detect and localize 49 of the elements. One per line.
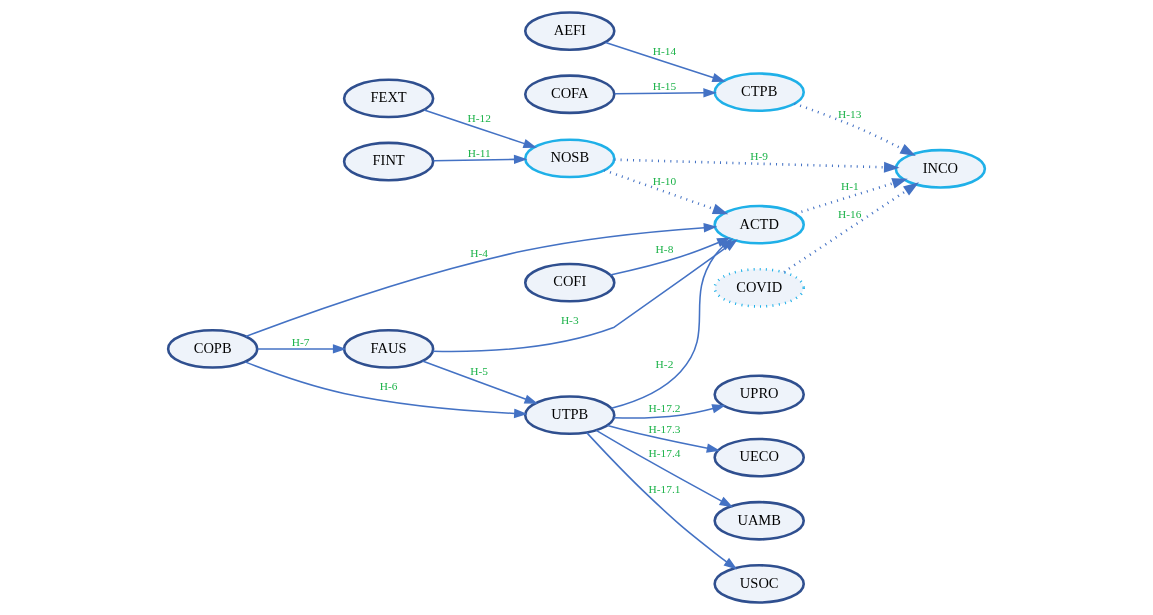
edge-label: H-10	[652, 175, 677, 188]
node-ellipse: COVID	[713, 267, 805, 308]
node-ellipse: USOC	[713, 563, 805, 604]
arrow	[614, 158, 900, 173]
arrow	[595, 429, 734, 508]
arrow	[585, 431, 738, 570]
arrow	[245, 223, 718, 338]
edge-label: H-17.1	[648, 482, 681, 495]
arrow	[783, 182, 919, 274]
edge-label: H-4	[470, 246, 489, 259]
node-ellipse: COFA	[523, 74, 616, 115]
edge-label: H-13	[838, 107, 862, 120]
arrow	[604, 41, 726, 82]
edge-label: H-3	[560, 313, 579, 326]
node-ellipse: FEXT	[342, 78, 435, 119]
edge-label: H-14	[652, 44, 677, 57]
edge-label: H-17.4	[648, 447, 681, 460]
edge-label: H-1	[840, 180, 859, 193]
node-ellipse: COPB	[166, 328, 259, 369]
node-ellipse: UAMB	[713, 500, 805, 541]
edge-label: H-8	[655, 243, 674, 256]
node-ellipse: COFI	[523, 262, 616, 303]
arrow	[794, 102, 916, 156]
node-ellipse: INCO	[894, 148, 987, 189]
arrow	[244, 361, 528, 419]
edge-label: H-15	[652, 79, 677, 92]
arrow	[421, 360, 538, 404]
edge-label: H-12	[467, 112, 491, 124]
arrow	[613, 88, 717, 98]
edge-label: H-5	[470, 364, 489, 377]
node-ellipse: UECO	[713, 437, 805, 478]
arrow	[795, 178, 908, 215]
edge-label: H-6	[379, 380, 398, 393]
edge-label: H-7	[291, 335, 310, 348]
arrow	[603, 169, 729, 215]
edge-label: H-9	[750, 150, 769, 163]
arrow	[606, 424, 721, 453]
arrow	[432, 154, 528, 165]
node-ellipse: AEFI	[523, 11, 616, 52]
arrow	[256, 344, 347, 354]
edge-label: H-11	[467, 147, 491, 160]
node-ellipse: FAUS	[342, 328, 435, 369]
edge-label: H-16	[838, 208, 862, 221]
edge-label: H-17.3	[648, 422, 681, 435]
arrow	[423, 109, 537, 148]
edge-label: H-17.2	[648, 401, 681, 414]
edge-label: H-2	[655, 358, 674, 371]
arrow	[613, 404, 726, 419]
node-ellipse: FINT	[342, 141, 435, 182]
